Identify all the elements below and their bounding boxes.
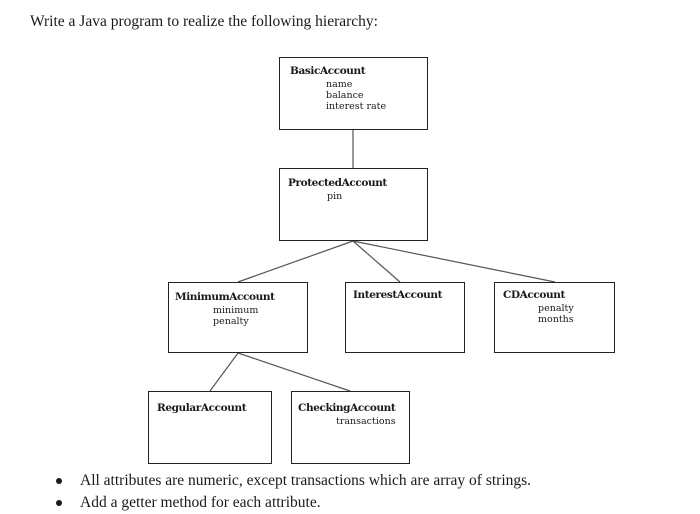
class-name: BasicAccount xyxy=(290,65,366,77)
class-attributes: minimum penalty xyxy=(213,305,258,327)
class-name: MinimumAccount xyxy=(175,291,275,303)
notes-list: All attributes are numeric, except trans… xyxy=(56,470,531,514)
link-protected-interest xyxy=(352,240,401,283)
class-name: RegularAccount xyxy=(157,402,247,414)
note-item: All attributes are numeric, except trans… xyxy=(56,470,531,492)
class-attributes: transactions xyxy=(336,416,396,427)
attribute: penalty xyxy=(538,303,574,314)
attribute: name xyxy=(326,79,353,90)
attribute: pin xyxy=(327,191,343,202)
bullet-icon xyxy=(56,500,62,506)
attribute: penalty xyxy=(213,316,249,327)
note-item: Add a getter method for each attribute. xyxy=(56,492,531,514)
class-box-checking-account: CheckingAccount transactions xyxy=(291,391,410,464)
link-protected-cd xyxy=(352,240,556,283)
class-box-protected-account: ProtectedAccount pin xyxy=(279,168,428,241)
attribute: months xyxy=(538,314,574,325)
link-protected-minimum xyxy=(237,240,354,283)
class-name: InterestAccount xyxy=(353,289,443,301)
class-name: CheckingAccount xyxy=(298,402,396,414)
class-box-cd-account: CDAccount penalty months xyxy=(494,282,615,353)
class-name: CDAccount xyxy=(503,289,565,301)
bullet-icon xyxy=(56,478,62,484)
attribute: transactions xyxy=(336,416,396,427)
class-attributes: pin xyxy=(327,191,342,202)
class-box-minimum-account: MinimumAccount minimum penalty xyxy=(168,282,308,353)
link-minimum-checking xyxy=(237,352,351,392)
link-minimum-regular xyxy=(209,352,239,392)
attribute: interest rate xyxy=(326,101,387,112)
note-text: Add a getter method for each attribute. xyxy=(80,494,321,511)
class-box-regular-account: RegularAccount xyxy=(148,391,272,464)
class-attributes: name balance interest rate xyxy=(326,79,386,112)
class-attributes: penalty months xyxy=(538,303,574,325)
prompt-text: Write a Java program to realize the foll… xyxy=(30,13,378,30)
class-box-interest-account: InterestAccount xyxy=(345,282,465,353)
class-box-basic-account: BasicAccount name balance interest rate xyxy=(279,57,428,130)
note-text: All attributes are numeric, except trans… xyxy=(80,472,532,489)
attribute: minimum xyxy=(213,305,259,316)
class-name: ProtectedAccount xyxy=(288,177,387,189)
attribute: balance xyxy=(326,90,364,101)
